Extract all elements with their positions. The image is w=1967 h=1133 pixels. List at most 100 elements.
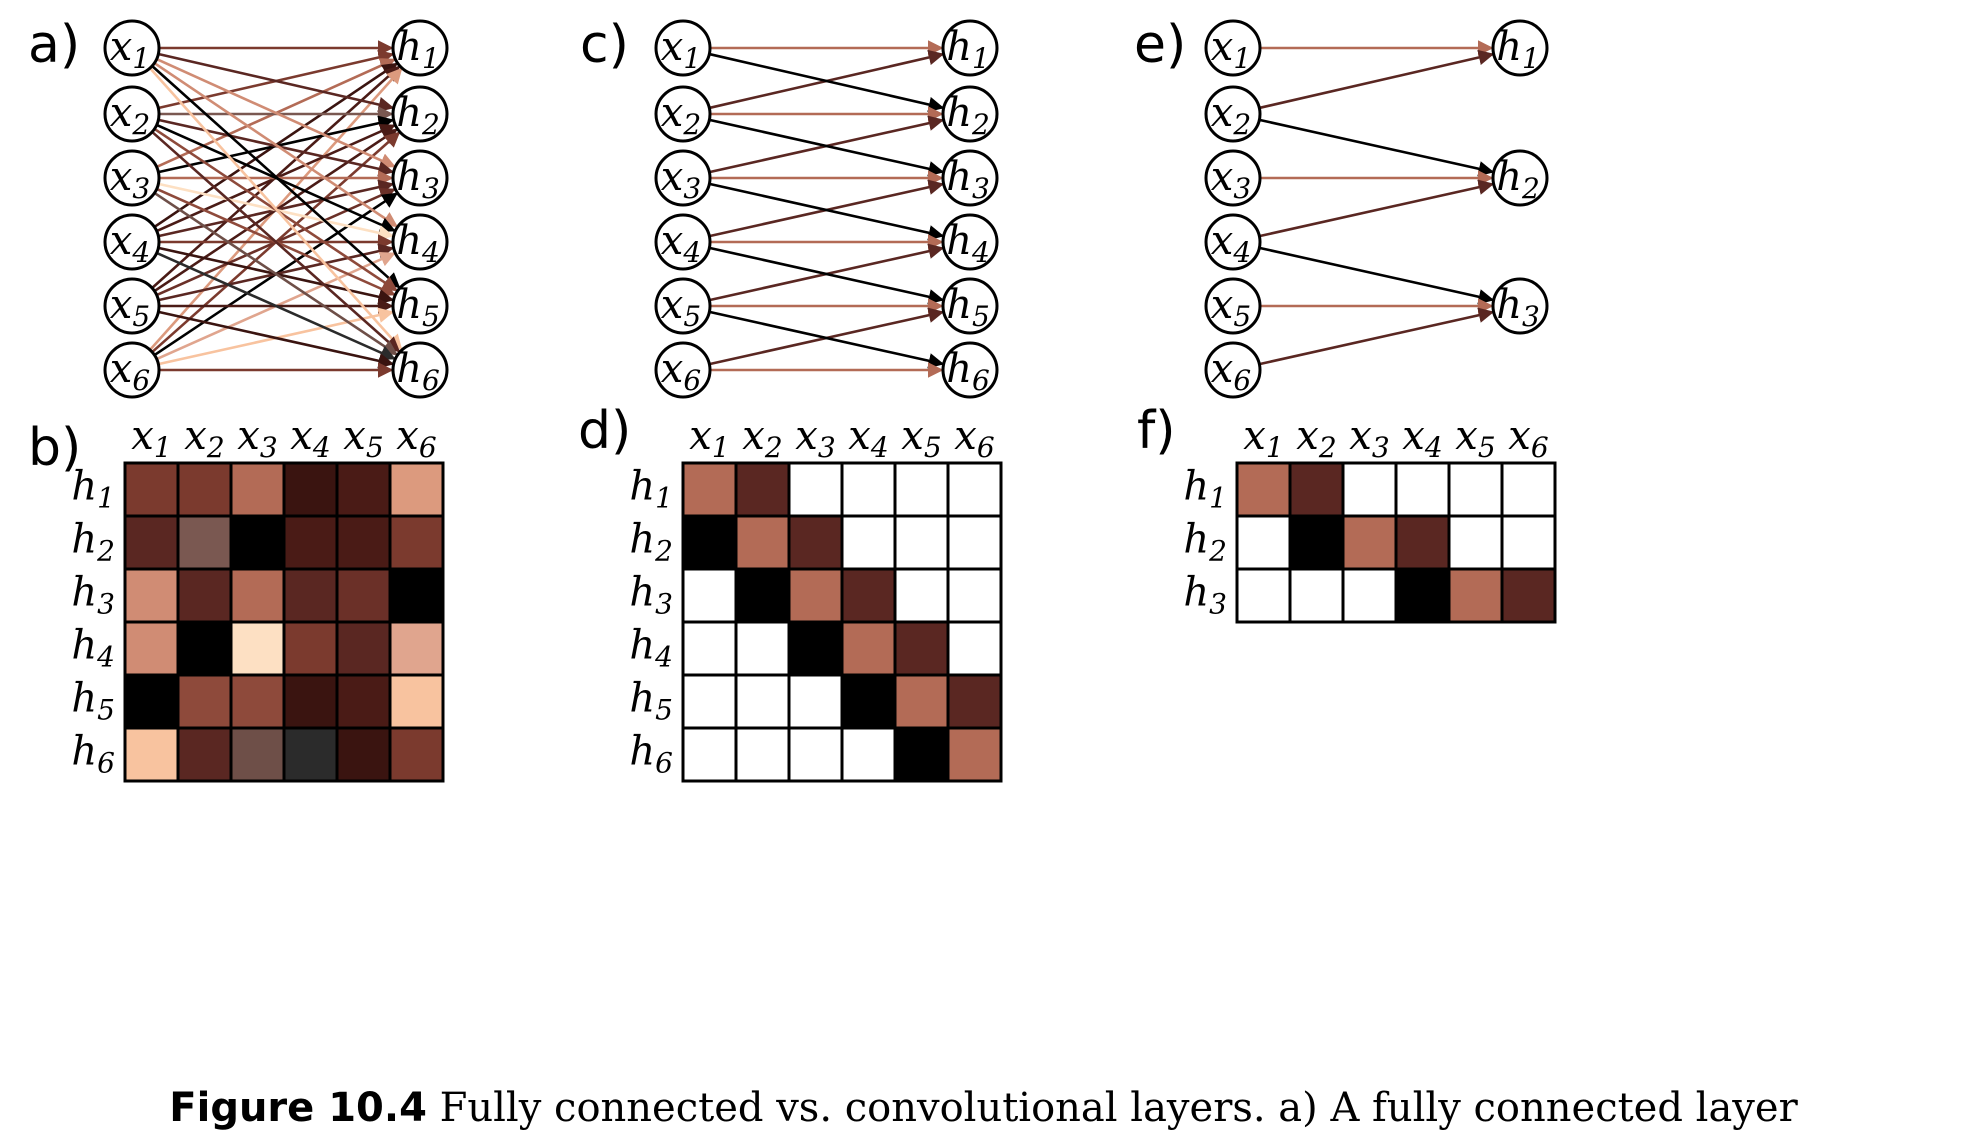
node-a-h5: h5: [391, 277, 449, 335]
matrix-d-row-h2: h2: [629, 517, 673, 568]
node-e-x6: x6: [1204, 341, 1262, 399]
matrix-b-row-h2: h2: [71, 517, 115, 568]
matrix-b-cell-h2-x6: [388, 514, 445, 571]
node-a-h5-label: h5: [396, 282, 440, 333]
node-a-x3-label: x3: [110, 154, 150, 205]
matrix-d-row-h3: h3: [629, 570, 673, 621]
matrix-f-cell-h3-x5: [1447, 567, 1504, 624]
matrix-b-cell-h5-x3: [229, 673, 286, 730]
edge-e-x6-h3: [1259, 307, 1495, 366]
matrix-b-col-x3: x3: [237, 413, 277, 464]
matrix-f-cell-h2-x5: [1447, 514, 1504, 571]
matrix-b-cell-h6-x3: [229, 726, 286, 783]
matrix-d-cell-h4-x4: [840, 620, 897, 677]
matrix-b-cell-h2-x5: [335, 514, 392, 571]
edge-a-x1-h4: [153, 62, 399, 228]
edge-a-x2-h6: [151, 130, 401, 353]
node-a-h4-label: h4: [396, 218, 440, 269]
node-c-x6: x6: [654, 341, 712, 399]
matrix-f-cell-h1-x2: [1288, 461, 1345, 518]
node-c-x1-label: x1: [661, 24, 701, 75]
node-c-x4-label: x4: [661, 218, 701, 269]
node-c-x2: x2: [654, 85, 712, 143]
edge-a-x1-h2: [158, 52, 395, 113]
matrix-b-cell-h3-x3: [229, 567, 286, 624]
matrix-f-cell-h1-x5: [1447, 461, 1504, 518]
node-e-x1: x1: [1204, 19, 1262, 77]
matrix-f-cell-h3-x6: [1500, 567, 1557, 624]
matrix-b-cell-h4-x3: [229, 620, 286, 677]
node-e-h2-label: h2: [1496, 154, 1540, 205]
matrix-b-cell-h1-x6: [388, 461, 445, 518]
matrix-f-col-x4: x4: [1402, 413, 1442, 464]
matrix-b-col-x6: x6: [396, 413, 436, 464]
edge-a-x5-h6: [158, 310, 395, 369]
matrix-b-col-x4: x4: [290, 413, 330, 464]
node-a-x1-label: x1: [110, 24, 150, 75]
matrix-b-row-h1: h1: [71, 464, 115, 515]
matrix-f-col-x2: x2: [1296, 413, 1336, 464]
matrix-f-col-x3: x3: [1349, 413, 1389, 464]
matrix-d-cell-h1-x1: [681, 461, 738, 518]
matrix-d-col-x5: x5: [901, 413, 941, 464]
node-c-x5-label: x5: [661, 282, 701, 333]
matrix-b-cell-h4-x5: [335, 620, 392, 677]
node-c-x2-label: x2: [661, 90, 701, 141]
edge-c-x5-h6: [709, 310, 945, 369]
matrix-d-cell-h6-x5: [893, 726, 950, 783]
edge-a-x3-h6: [153, 191, 399, 356]
matrix-f-cell-h1-x3: [1341, 461, 1398, 518]
node-c-h2: h2: [941, 85, 999, 143]
node-e-x2-label: x2: [1211, 90, 1251, 141]
matrix-b-cell-h1-x2: [176, 461, 233, 518]
edge-c-x4-h5: [709, 246, 945, 305]
matrix-d-cell-h3-x2: [734, 567, 791, 624]
matrix-b-cell-h5-x1: [123, 673, 180, 730]
node-a-h6: h6: [391, 341, 449, 399]
matrix-d-col-x2: x2: [742, 413, 782, 464]
matrix-f-row-h1: h1: [1183, 464, 1227, 515]
matrix-b-cell-h5-x4: [282, 673, 339, 730]
matrix-d-cell-h4-x6: [946, 620, 1003, 677]
edge-a-x1-h5: [151, 65, 401, 289]
matrix-b-cell-h1-x4: [282, 461, 339, 518]
matrix-d-row-h1: h1: [629, 464, 673, 515]
node-e-x5-label: x5: [1211, 282, 1251, 333]
matrix-d-cell-h3-x6: [946, 567, 1003, 624]
matrix-f-cell-h2-x2: [1288, 514, 1345, 571]
matrix-d-row-h6: h6: [629, 729, 673, 780]
node-e-h1: h1: [1491, 19, 1549, 77]
panel-label-e: e): [1134, 15, 1186, 75]
panel-c-edges: [709, 40, 945, 378]
matrix-d-cell-h4-x2: [734, 620, 791, 677]
node-c-h4: h4: [941, 213, 999, 271]
matrix-d-cell-h2-x5: [893, 514, 950, 571]
matrix-d-cell-h4-x3: [787, 620, 844, 677]
node-e-x1-label: x1: [1211, 24, 1251, 75]
panel-label-c: c): [580, 15, 629, 75]
node-c-h4-label: h4: [946, 218, 990, 269]
node-e-x3: x3: [1204, 149, 1262, 207]
matrix-d-cell-h5-x5: [893, 673, 950, 730]
matrix-b-cell-h2-x2: [176, 514, 233, 571]
edge-a-x1-h3: [156, 57, 396, 168]
matrix-b-cell-h2-x4: [282, 514, 339, 571]
node-a-x6-label: x6: [110, 346, 150, 397]
matrix-d-cell-h5-x1: [681, 673, 738, 730]
matrix-d-cell-h6-x6: [946, 726, 1003, 783]
matrix-b-cell-h3-x2: [176, 567, 233, 624]
matrix-f-cell-h2-x1: [1235, 514, 1292, 571]
node-a-h1-label: h1: [396, 24, 440, 75]
node-c-h1: h1: [941, 19, 999, 77]
panel-label-a: a): [28, 15, 80, 75]
matrix-d-col-x6: x6: [954, 413, 994, 464]
matrix-b-cell-h3-x5: [335, 567, 392, 624]
matrix-b-cell-h5-x2: [176, 673, 233, 730]
node-e-h1-label: h1: [1496, 24, 1540, 75]
node-a-x4-label: x4: [110, 218, 150, 269]
matrix-d-cell-h5-x2: [734, 673, 791, 730]
matrix-f-cell-h1-x4: [1394, 461, 1451, 518]
panel-e-edges: [1259, 40, 1495, 366]
